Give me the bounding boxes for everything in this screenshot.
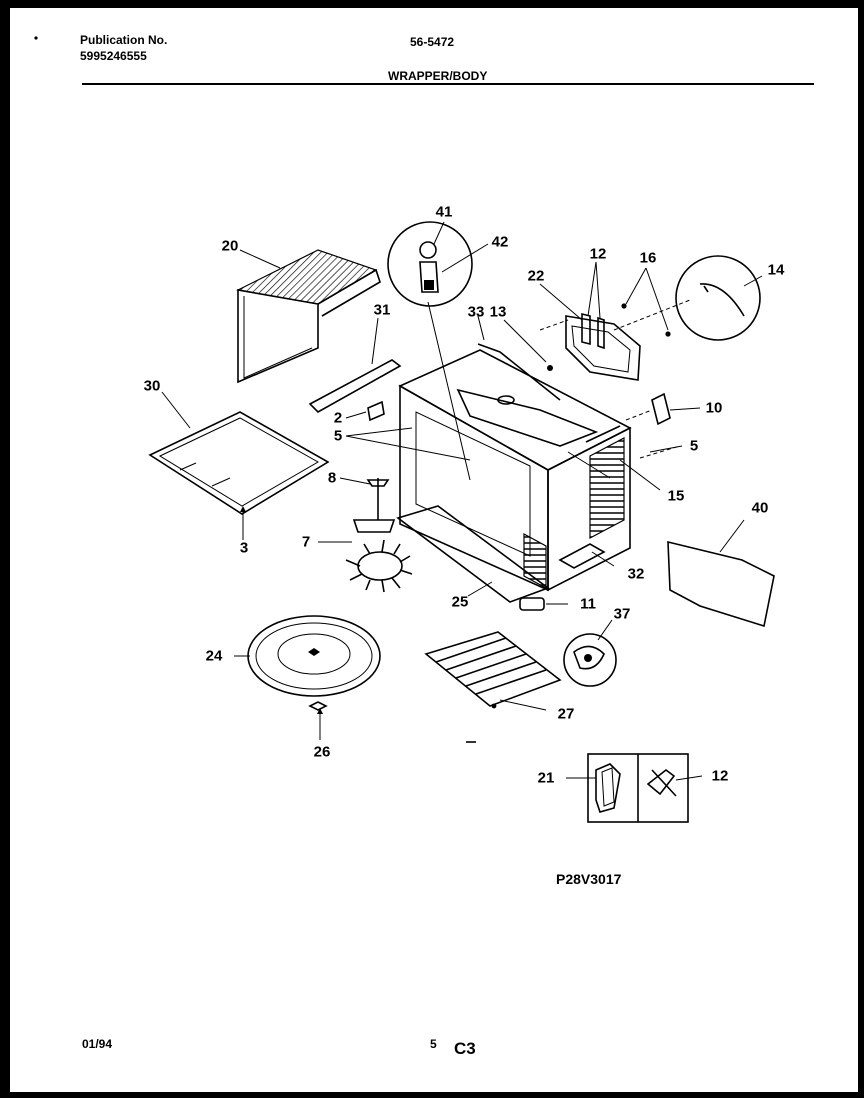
callout-7: 7: [302, 534, 310, 551]
rear-shield-part: [667, 540, 775, 628]
figure-code: P28V3017: [556, 871, 622, 887]
callout-33: 33: [468, 304, 485, 321]
callout-24: 24: [206, 648, 223, 665]
parts-artwork: [148, 221, 775, 823]
callout-16: 16: [640, 250, 657, 267]
callout-12-top: 12: [590, 246, 607, 263]
bracket-part: [651, 392, 671, 426]
callout-25: 25: [452, 594, 469, 611]
clip-part: [367, 400, 385, 422]
page-footer: 01/94 5 C3: [82, 1037, 476, 1058]
callout-21: 21: [538, 770, 555, 787]
inset-boxes: [587, 753, 689, 823]
section-title: WRAPPER/BODY: [388, 69, 487, 83]
callout-37: 37: [614, 606, 631, 623]
latch-assembly-part: [565, 312, 641, 381]
base-plate-part: [396, 505, 550, 603]
callout-15: 15: [668, 488, 685, 505]
callout-30: 30: [144, 378, 161, 395]
arrow-3: [240, 506, 246, 512]
cooking-rack-part: [424, 631, 562, 709]
footer-date: 01/94: [82, 1037, 112, 1051]
connector-part: [519, 597, 545, 611]
callout-31: 31: [374, 302, 391, 319]
footer-page-code: C3: [454, 1039, 476, 1058]
coupler-part: [366, 478, 390, 520]
callout-41: 41: [436, 204, 453, 221]
screw-13-part: [547, 365, 553, 371]
callout-32: 32: [628, 566, 645, 583]
callout-13: 13: [490, 304, 507, 321]
page-header: Publication No. 5995246555 56-5472 WRAPP…: [34, 33, 814, 85]
detail-circle-14: [675, 255, 761, 341]
bottom-plate-part: [558, 543, 606, 569]
stirrer-fan-part: [345, 519, 413, 593]
callout-27: 27: [558, 706, 575, 723]
side-rail-part: [308, 359, 402, 413]
callout-20: 20: [222, 238, 239, 255]
callout-42: 42: [492, 234, 509, 251]
screw-16b-part: [665, 331, 671, 337]
callout-5-right: 5: [690, 438, 698, 455]
arrow-26: [317, 708, 323, 714]
publication-label: Publication No.: [80, 33, 167, 47]
callout-labels: 2 3 5 5 7 8 10 11 12 12 13 14 15 16 20 2…: [144, 204, 785, 787]
detail-circle-37: [563, 633, 617, 687]
outer-wrapper-part: [236, 249, 381, 384]
paper-sheet: [10, 8, 858, 1092]
callout-3: 3: [240, 540, 248, 557]
screw-16-part: [621, 303, 627, 309]
callout-2: 2: [334, 410, 342, 427]
dashed-assembly-lines: [539, 299, 691, 459]
callout-40: 40: [752, 500, 769, 517]
model-number: 56-5472: [410, 35, 454, 49]
callout-10: 10: [706, 400, 723, 417]
top-panel-part: [148, 411, 330, 515]
leader-lines: [161, 221, 763, 781]
callout-22: 22: [528, 268, 545, 285]
callout-12-inset: 12: [712, 768, 729, 785]
coupler-pad-part: [308, 701, 328, 711]
publication-number: 5995246555: [80, 49, 147, 63]
callout-8: 8: [328, 470, 336, 487]
footer-page-number: 5: [430, 1037, 437, 1051]
detail-circle-41-42: [387, 221, 473, 307]
callout-11: 11: [580, 596, 596, 613]
scan-speck: [34, 36, 38, 40]
callout-26: 26: [314, 744, 331, 761]
callout-14: 14: [768, 262, 785, 279]
callout-5: 5: [334, 428, 342, 445]
